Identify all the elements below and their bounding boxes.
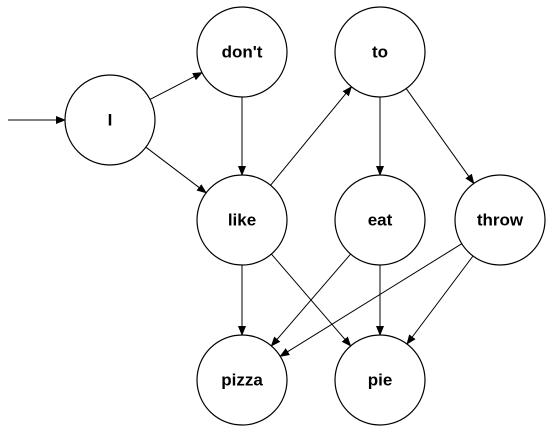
node-dont: don't [196, 6, 288, 98]
node-to: to [334, 6, 426, 98]
node-circle-like [196, 174, 288, 266]
node-throw: throw [454, 174, 546, 266]
edges-layer [8, 72, 475, 357]
node-like: like [196, 174, 288, 266]
edge-to-to-throw [405, 88, 475, 185]
node-pie: pie [334, 334, 426, 426]
node-label-like: like [228, 211, 256, 230]
edge-like-to-to [270, 86, 353, 186]
node-label-dont: don't [222, 43, 263, 62]
node-pizza: pizza [196, 334, 288, 426]
node-label-throw: throw [477, 211, 524, 230]
edge-eat-to-pizza [270, 253, 351, 347]
node-eat: eat [334, 174, 426, 266]
node-circle-dont [196, 6, 288, 98]
node-label-eat: eat [368, 211, 393, 230]
node-circle-i [64, 74, 156, 166]
node-circle-pie [334, 334, 426, 426]
node-circle-eat [334, 174, 426, 266]
node-label-pizza: pizza [221, 371, 263, 390]
edge-throw-to-pie [406, 255, 474, 345]
edge-throw-to-pizza [279, 243, 463, 357]
edge-i-to-dont [149, 72, 203, 100]
node-label-pie: pie [368, 371, 393, 390]
node-i: I [64, 74, 156, 166]
node-label-to: to [372, 43, 388, 62]
edge-i-to-like [145, 146, 207, 194]
node-circle-pizza [196, 334, 288, 426]
node-label-i: I [108, 111, 113, 130]
node-circle-throw [454, 174, 546, 266]
node-circle-to [334, 6, 426, 98]
